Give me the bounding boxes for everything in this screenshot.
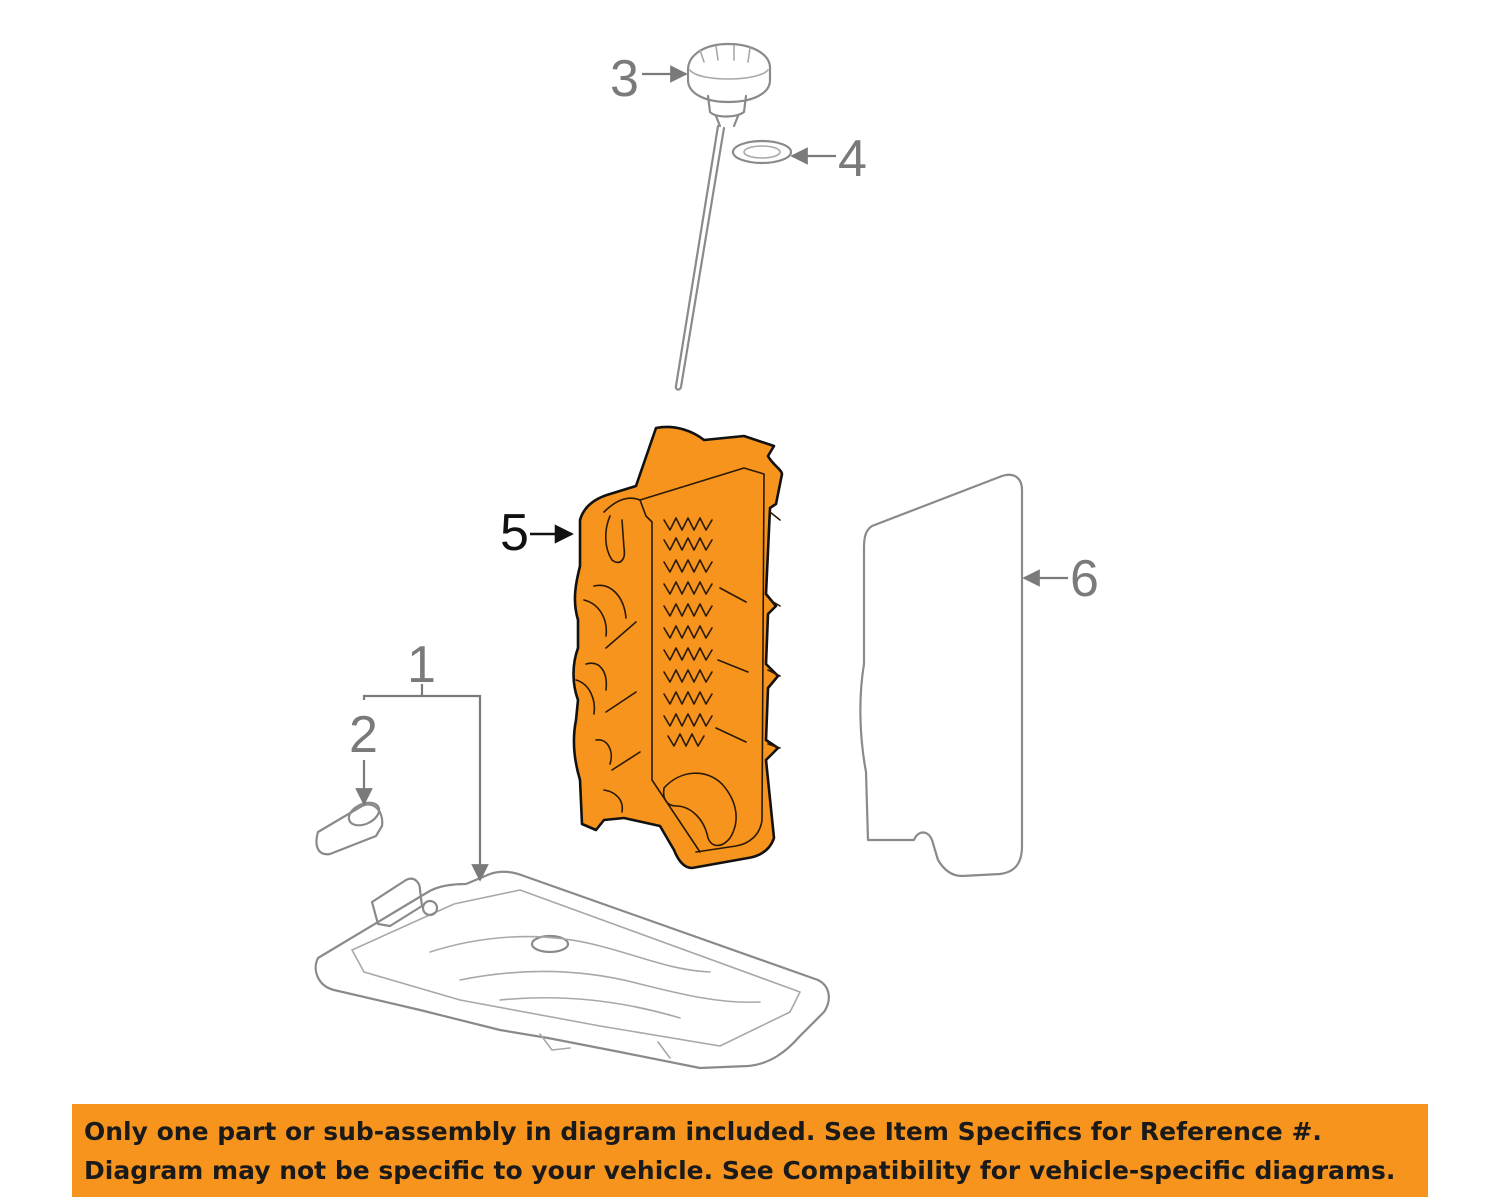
dipstick-cap-icon [674, 42, 772, 391]
disclaimer-line-1: Only one part or sub-assembly in diagram… [84, 1117, 1322, 1146]
pan-gasket-icon [859, 473, 1024, 878]
leader-1-bracket [362, 694, 489, 882]
disclaimer-line-2: Diagram may not be specific to your vehi… [84, 1156, 1396, 1185]
callout-1: 1 [407, 636, 436, 694]
leader-lines [355, 65, 1068, 882]
callout-2: 2 [349, 706, 378, 764]
filter-body [572, 425, 784, 870]
disclaimer-banner: Only one part or sub-assembly in diagram… [72, 1104, 1428, 1197]
callout-6: 6 [1070, 550, 1099, 608]
callout-5: 5 [500, 504, 529, 562]
callout-4: 4 [838, 130, 867, 188]
callout-3: 3 [610, 50, 639, 108]
o-ring-seal-icon [731, 139, 793, 165]
transmission-oil-pan-icon [314, 870, 830, 1070]
drain-plug-icon [315, 801, 384, 856]
transmission-filter-icon [572, 425, 784, 870]
